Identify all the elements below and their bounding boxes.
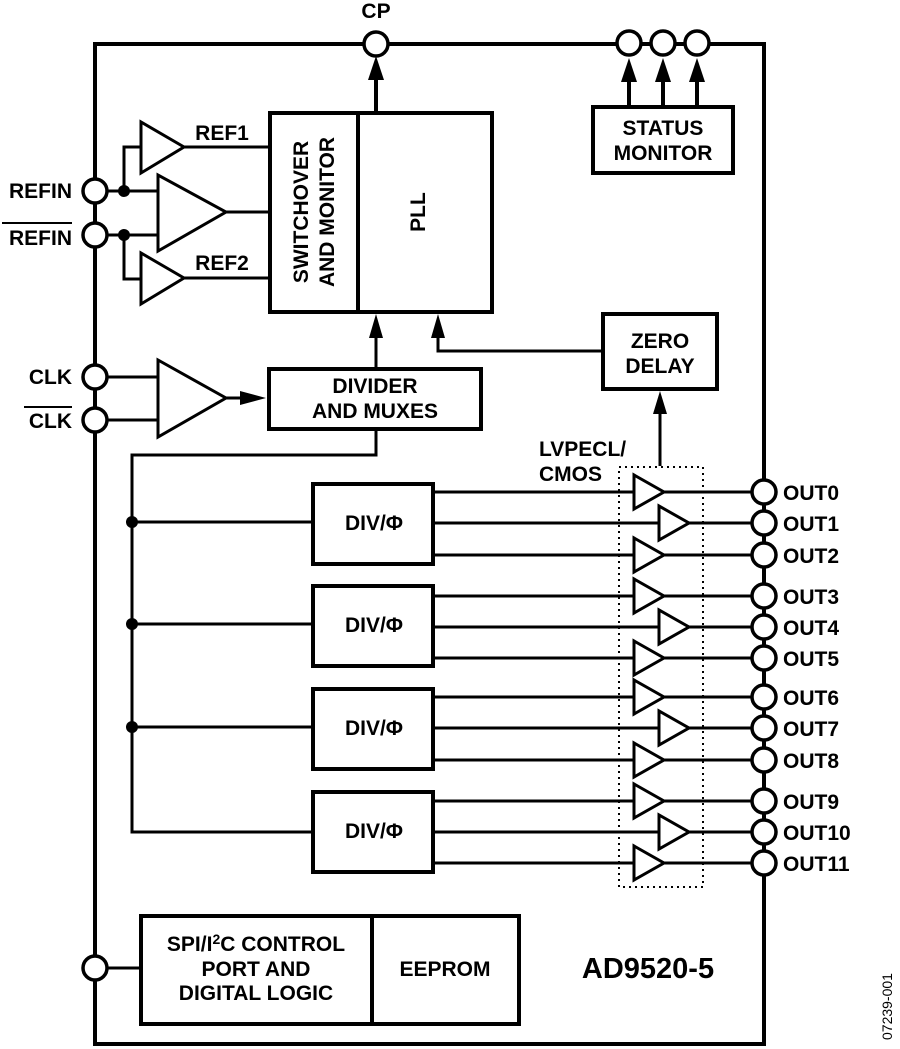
- status-monitor-label-1: STATUS: [623, 117, 704, 140]
- divider-to-pll-arrow-icon: [369, 314, 383, 338]
- clock-distribution-bus: [130, 429, 378, 834]
- pin-refin: [81, 177, 109, 205]
- div-phase-label: DIV/Φ: [345, 717, 403, 740]
- output-driver-icon: [632, 576, 668, 616]
- pin-cp: [362, 30, 390, 58]
- output-driver-icon: [632, 638, 668, 678]
- cp-arrow-icon: [368, 56, 384, 80]
- ref1-buffer-icon: [139, 119, 187, 176]
- pin-label-clk-b: CLK: [29, 410, 72, 433]
- pin-label-out-4: OUT4: [783, 617, 839, 640]
- status-pins: [615, 29, 711, 106]
- pin-out-4: [750, 613, 778, 641]
- div-phase-block: [311, 482, 435, 566]
- driver-type-label-2: CMOS: [539, 463, 602, 486]
- pin-out-6: [750, 683, 778, 711]
- chip-outline: [93, 42, 766, 1046]
- output-driver-region: [618, 466, 704, 888]
- pin-label-out-5: OUT5: [783, 648, 839, 671]
- divider-label-1: DIVIDER: [332, 375, 417, 398]
- divider-muxes-block: [267, 367, 483, 431]
- pin-out-11: [750, 849, 778, 877]
- pin-label-clk: CLK: [29, 366, 72, 389]
- pin-out-5: [750, 644, 778, 672]
- driver-type-label-1: LVPECL/: [539, 438, 626, 461]
- ref-diff-buffer-icon: [156, 172, 230, 254]
- zero-delay-block: [601, 312, 719, 391]
- output-driver-icon: [632, 740, 668, 780]
- div-phase-label: DIV/Φ: [345, 820, 403, 843]
- pin-out-0: [750, 478, 778, 506]
- pin-out-3: [750, 582, 778, 610]
- control-eeprom-block: [139, 914, 521, 1026]
- clk-buffer-icon: [156, 357, 230, 440]
- control-label-2: PORT AND: [202, 958, 311, 981]
- pll-label: PLL: [407, 192, 430, 232]
- pin-label-out-11: OUT11: [783, 853, 850, 876]
- pin-label-out-0: OUT0: [783, 482, 839, 505]
- div-phase-block: [311, 584, 435, 668]
- switchover-label-1: SWITCHOVER: [290, 141, 313, 283]
- eeprom-label: EEPROM: [399, 958, 490, 981]
- pin-label-out-6: OUT6: [783, 687, 839, 710]
- output-driver-icon: [632, 535, 668, 575]
- figure-id: 07239-001: [879, 973, 895, 1040]
- pin-label-refin: REFIN: [9, 180, 72, 203]
- pin-label-out-8: OUT8: [783, 750, 839, 773]
- pin-status-1: [649, 29, 677, 57]
- zero-delay-label-1: ZERO: [631, 330, 689, 353]
- pin-label-out-9: OUT9: [783, 791, 839, 814]
- pin-status-0: [615, 29, 643, 57]
- pin-label-out-2: OUT2: [783, 545, 839, 568]
- switchover-label-2: AND MONITOR: [316, 137, 339, 287]
- zero-delay-label-2: DELAY: [625, 355, 694, 378]
- ref1-label: REF1: [195, 122, 249, 145]
- pin-status-2: [683, 29, 711, 57]
- feedback-arrow-icon: [653, 391, 667, 414]
- pin-out-7: [750, 714, 778, 742]
- output-driver-icon: [632, 677, 668, 717]
- pin-label-out-3: OUT3: [783, 586, 839, 609]
- pin-clk-b: [81, 406, 109, 434]
- status-arrow-icon: [621, 58, 637, 82]
- clk-arrow-icon: [240, 391, 266, 405]
- pin-out-1: [750, 509, 778, 537]
- part-number: AD9520-5: [582, 953, 714, 985]
- pin-label-refin-b: REFIN: [9, 227, 72, 250]
- pin-clk: [81, 363, 109, 391]
- status-monitor-label-2: MONITOR: [614, 142, 713, 165]
- pin-out-10: [750, 818, 778, 846]
- output-driver-icon: [657, 607, 693, 647]
- output-driver-icon: [657, 708, 693, 748]
- divider-label-2: AND MUXES: [312, 400, 438, 423]
- pin-label-out-7: OUT7: [783, 718, 839, 741]
- pin-label-out-10: OUT10: [783, 822, 851, 845]
- status-arrow-icon: [655, 58, 671, 82]
- pin-label-cp: CP: [361, 0, 390, 23]
- pin-refin-b: [81, 221, 109, 249]
- pin-label-out-1: OUT1: [783, 513, 839, 536]
- ref2-label: REF2: [195, 252, 249, 275]
- status-monitor-block: [591, 105, 735, 175]
- pin-control: [81, 954, 109, 982]
- output-driver-icon: [657, 503, 693, 543]
- output-driver-icon: [632, 843, 668, 883]
- pin-out-9: [750, 787, 778, 815]
- div-phase-label: DIV/Φ: [345, 512, 403, 535]
- control-label-3: DIGITAL LOGIC: [179, 982, 333, 1005]
- output-driver-icon: [632, 781, 668, 821]
- div-phase-label: DIV/Φ: [345, 614, 403, 637]
- zero-delay-to-pll-arrow-icon: [431, 314, 445, 338]
- output-driver-icon: [632, 472, 668, 512]
- pin-out-2: [750, 541, 778, 569]
- control-label-1: SPI/I2C CONTROL: [167, 931, 345, 956]
- status-arrow-icon: [689, 58, 705, 82]
- ref2-buffer-icon: [139, 250, 187, 307]
- output-driver-icon: [657, 812, 693, 852]
- pin-out-8: [750, 746, 778, 774]
